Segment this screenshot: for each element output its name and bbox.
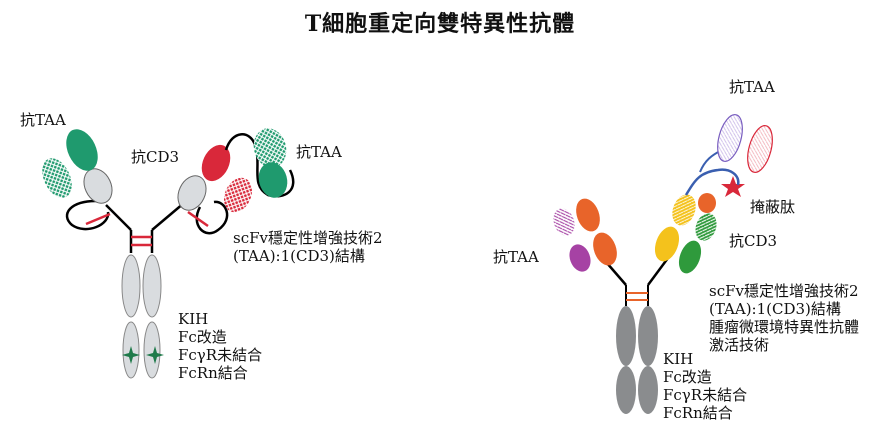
left-fab-teal-solid [66, 129, 98, 171]
right-fc-ch3-right [638, 366, 658, 414]
left-scfv-teal-hatched [253, 128, 287, 168]
left-fc-ch3-right [143, 321, 161, 379]
right-scfv-outline-pink [747, 125, 773, 173]
diagram-title: T細胞重定向雙特異性抗體 [304, 11, 576, 37]
left-tech-line-2: (TAA):1(CD3)結構 [233, 247, 365, 265]
masking-peptide-star [721, 176, 745, 197]
right-fab-green-hatched [695, 213, 717, 241]
right-label-masking-peptide: 掩蔽肽 [750, 198, 796, 216]
right-label-anti-cd3: 抗CD3 [729, 232, 778, 250]
right-fab-orange-solid-high [576, 198, 600, 232]
right-fab-purple-solid [569, 244, 591, 272]
right-tech-line-4: 激活技術 [709, 336, 770, 354]
right-fc-ch2-left [616, 306, 636, 366]
right-fab-yellow-low [654, 226, 680, 262]
left-scfv-linker [224, 133, 295, 198]
right-fc-line-2: Fc改造 [663, 368, 712, 386]
left-fab-teal-hatched [42, 158, 72, 198]
right-fc-ch2-right [638, 306, 658, 366]
right-fab-yellow-high [672, 194, 696, 226]
right-fab-orange-solid-low [593, 232, 617, 266]
right-tech-line-1: scFv穩定性增強技術2 [709, 282, 859, 300]
right-fab-green-solid [678, 240, 702, 274]
left-fab-grey-right [177, 175, 207, 211]
right-tech-description: scFv穩定性增強技術2 (TAA):1(CD3)結構 腫瘤微環境特異性抗體 激… [709, 282, 859, 354]
right-scfv-outline-purple [717, 114, 743, 162]
right-label-anti-taa-left: 抗TAA [493, 248, 539, 266]
left-label-anti-taa-2: 抗TAA [296, 143, 342, 161]
left-label-anti-taa-1: 抗TAA [20, 111, 66, 129]
left-fc-star-left [122, 346, 140, 364]
left-fab-red-solid [201, 144, 231, 182]
right-label-anti-taa-top: 抗TAA [729, 78, 775, 96]
left-fc-ch2-left [121, 254, 141, 318]
left-fc-ch2-right [142, 254, 162, 318]
left-tech-line-1: scFv穩定性增強技術2 [233, 229, 383, 247]
right-tech-line-3: 腫瘤微環境特異性抗體 [709, 318, 860, 336]
left-label-anti-cd3: 抗CD3 [131, 148, 180, 166]
right-fc-line-4: FcRn結合 [663, 404, 733, 422]
left-fc-line-2: Fc改造 [178, 328, 227, 346]
left-fc-line-4: FcRn結合 [178, 364, 248, 382]
left-fc-description: KIH Fc改造 FcγR未結合 FcRn結合 [178, 310, 262, 382]
left-tech-description: scFv穩定性增強技術2 (TAA):1(CD3)結構 [233, 229, 383, 265]
left-fc-star-right [146, 346, 164, 364]
left-scfv-teal-solid [258, 162, 288, 198]
right-fab-purple-hatched [553, 208, 575, 236]
left-fc-line-3: FcγR未結合 [178, 346, 263, 364]
right-antibody [553, 114, 773, 414]
left-fc-line-1: KIH [178, 310, 209, 328]
right-fc-description: KIH Fc改造 FcγR未結合 FcRn結合 [663, 350, 747, 422]
right-fc-ch3-left [616, 366, 636, 414]
right-fc-line-1: KIH [663, 350, 694, 368]
right-linker [684, 168, 740, 196]
right-tech-line-2: (TAA):1(CD3)結構 [709, 300, 841, 318]
right-fc-line-3: FcγR未結合 [663, 386, 748, 404]
right-fab-orange-mask [698, 193, 716, 213]
left-fab-red-hatched [223, 177, 253, 213]
left-antibody [42, 128, 295, 379]
